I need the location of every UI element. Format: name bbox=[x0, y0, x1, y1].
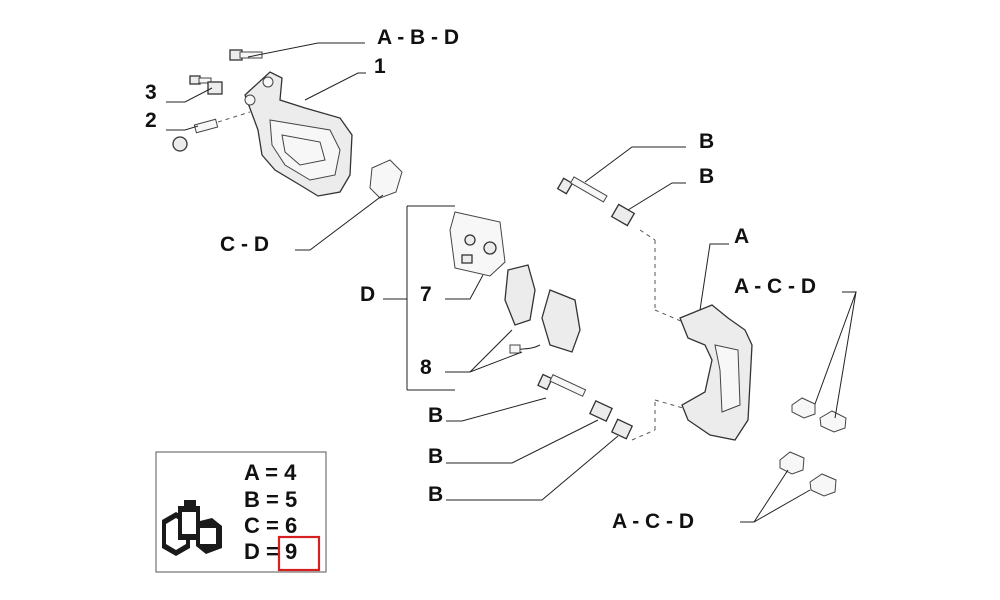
callout-b-2: B bbox=[699, 165, 714, 188]
hardware-kit-pouch[interactable] bbox=[449, 211, 506, 277]
legend-row-b: B = 5 bbox=[244, 487, 297, 512]
guide-pin-lower[interactable] bbox=[537, 373, 587, 397]
legend-row-d: D = 9 bbox=[244, 539, 297, 564]
legend-row-c: C = 6 bbox=[244, 513, 297, 538]
brake-pad-inner[interactable] bbox=[509, 289, 581, 354]
callout-part-3: 3 bbox=[145, 81, 157, 104]
callout-b-4: B bbox=[428, 445, 443, 468]
callout-part-7: 7 bbox=[420, 283, 432, 306]
callout-part-2: 2 bbox=[145, 109, 157, 132]
callout-d-group: D bbox=[360, 283, 375, 306]
pad-clip-lower-1[interactable] bbox=[779, 451, 805, 475]
callout-b-3: B bbox=[428, 404, 443, 427]
bleed-screw-part[interactable] bbox=[189, 75, 223, 95]
callout-cd: C - D bbox=[220, 233, 269, 256]
callout-part-1: 1 bbox=[374, 55, 386, 78]
callout-b-1: B bbox=[699, 130, 714, 153]
callout-part-8: 8 bbox=[420, 356, 432, 379]
parts-kit-box-icon bbox=[162, 500, 222, 556]
pad-clip-lower-2[interactable] bbox=[809, 473, 837, 497]
legend-d-highlight bbox=[277, 535, 321, 572]
callout-abd-top: A - B - D bbox=[377, 26, 459, 49]
screw-cap-part[interactable] bbox=[172, 111, 251, 152]
legend-row-a: A = 4 bbox=[244, 460, 297, 485]
guide-bush-lower-a[interactable] bbox=[589, 399, 613, 423]
brake-pad-outer[interactable] bbox=[504, 264, 536, 326]
caliper-body-part[interactable] bbox=[244, 71, 353, 197]
caliper-carrier-bracket[interactable] bbox=[679, 304, 753, 441]
d-group-bracket bbox=[383, 205, 455, 391]
guide-pin-upper[interactable] bbox=[556, 176, 608, 203]
callout-acd-bottom: A - C - D bbox=[612, 510, 694, 533]
callout-b-5: B bbox=[428, 483, 443, 506]
guide-bush-lower-b[interactable] bbox=[610, 418, 634, 440]
pad-clip-upper-1[interactable] bbox=[791, 397, 816, 419]
kit-legend-box: A = 4 B = 5 C = 6 D = 9 bbox=[155, 451, 327, 573]
pad-spring-clip[interactable] bbox=[369, 159, 403, 199]
caliper-guide-bolt[interactable] bbox=[229, 49, 263, 61]
callout-a: A bbox=[734, 225, 749, 248]
callout-acd-top: A - C - D bbox=[734, 275, 816, 298]
pad-clip-upper-2[interactable] bbox=[819, 410, 847, 433]
guide-bush-upper[interactable] bbox=[610, 203, 636, 227]
